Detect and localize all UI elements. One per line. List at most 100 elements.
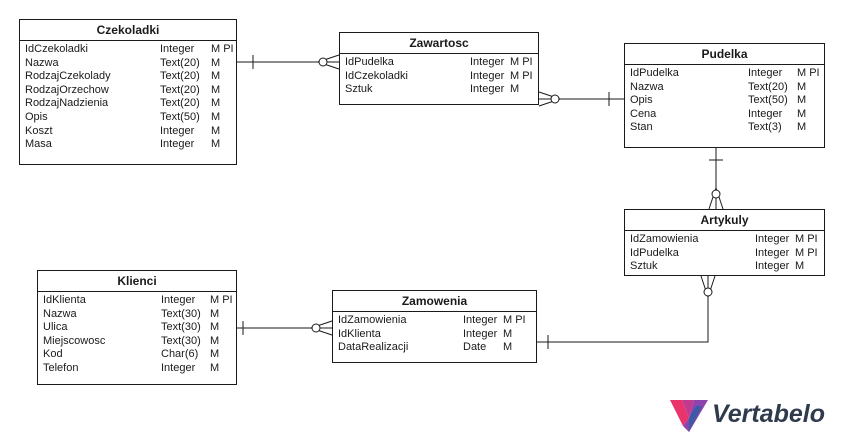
column-flags: M: [211, 83, 221, 96]
column-flags: M: [503, 341, 513, 354]
relationship-zamowenia-artykuly: [537, 275, 716, 349]
column-name: Ulica: [43, 321, 68, 334]
column-type: Text(20): [160, 56, 200, 69]
column-flags: M: [503, 327, 513, 340]
column-flags: M: [210, 307, 220, 320]
column-flags: M: [210, 361, 220, 374]
column-row[interactable]: Opis Text(50) M: [625, 94, 824, 108]
column-type: Integer: [470, 56, 505, 68]
column-name: Sztuk: [345, 83, 373, 96]
column-name: Nazwa: [43, 307, 77, 320]
column-row[interactable]: Sztuk Integer M: [625, 260, 824, 274]
column-name: Cena: [630, 107, 657, 120]
column-name: Opis: [630, 94, 653, 107]
column-name: IdCzekoladki: [345, 69, 408, 82]
relationship-pudelka-zawartosc: [538, 91, 624, 107]
column-type: Integer: [160, 43, 195, 55]
column-name: IdPudelka: [630, 67, 679, 79]
column-row[interactable]: Opis Text(50) M: [20, 111, 236, 125]
column-type: Date: [463, 341, 487, 354]
column-name: IdPudelka: [630, 246, 679, 259]
column-flags: M PI: [210, 294, 233, 306]
column-flags: M: [797, 94, 807, 107]
entity-title: Zamowenia: [333, 291, 536, 312]
column-flags: M: [211, 110, 221, 123]
column-flags: M: [211, 56, 221, 69]
entity-title: Klienci: [38, 271, 236, 292]
column-type: Text(30): [161, 307, 201, 320]
column-name: DataRealizacji: [338, 341, 409, 354]
column-row[interactable]: Nazwa Text(30) M: [38, 308, 236, 322]
column-row[interactable]: IdCzekoladki Integer M PI: [20, 43, 236, 57]
column-row[interactable]: RodzajOrzechow Text(20) M: [20, 84, 236, 98]
column-flags: M PI: [510, 56, 533, 68]
column-type: Integer: [755, 260, 790, 273]
relationship-czekoladki-zawartosc: [237, 54, 340, 70]
column-name: IdKlienta: [338, 327, 381, 340]
column-row[interactable]: DataRealizacji Date M: [333, 341, 536, 355]
column-type: Integer: [748, 67, 783, 79]
column-name: IdPudelka: [345, 56, 394, 68]
column-flags: M PI: [797, 67, 820, 79]
entity-title: Pudelka: [625, 44, 824, 65]
column-type: Text(20): [160, 83, 200, 96]
column-name: Nazwa: [630, 80, 664, 93]
column-name: RodzajOrzechow: [25, 83, 109, 96]
column-row[interactable]: IdPudelka Integer M PI: [625, 67, 824, 81]
column-type: Integer: [161, 361, 196, 374]
column-flags: M: [210, 348, 220, 361]
column-flags: M: [211, 124, 221, 137]
column-name: Masa: [25, 138, 52, 151]
column-type: Integer: [755, 233, 790, 245]
column-type: Integer: [463, 314, 498, 326]
column-flags: M: [210, 334, 220, 347]
column-type: Integer: [160, 124, 195, 137]
column-type: Integer: [755, 246, 790, 259]
column-type: Integer: [161, 294, 196, 306]
entity-title: Artykuly: [625, 210, 824, 231]
entity-title: Zawartosc: [340, 33, 538, 54]
column-name: RodzajCzekolady: [25, 70, 111, 83]
column-name: Sztuk: [630, 260, 658, 273]
column-flags: M: [797, 107, 807, 120]
column-type: Text(50): [748, 94, 788, 107]
column-flags: M PI: [510, 69, 533, 82]
column-name: Opis: [25, 110, 48, 123]
column-flags: M: [510, 83, 520, 96]
column-flags: M PI: [211, 43, 234, 55]
column-type: Text(50): [160, 110, 200, 123]
vertabelo-logo-icon: [670, 400, 708, 432]
column-flags: M: [795, 260, 805, 273]
column-name: IdCzekoladki: [25, 43, 88, 55]
relationship-pudelka-artykuly: [708, 148, 724, 210]
column-row[interactable]: IdPudelka Integer M PI: [340, 56, 538, 70]
